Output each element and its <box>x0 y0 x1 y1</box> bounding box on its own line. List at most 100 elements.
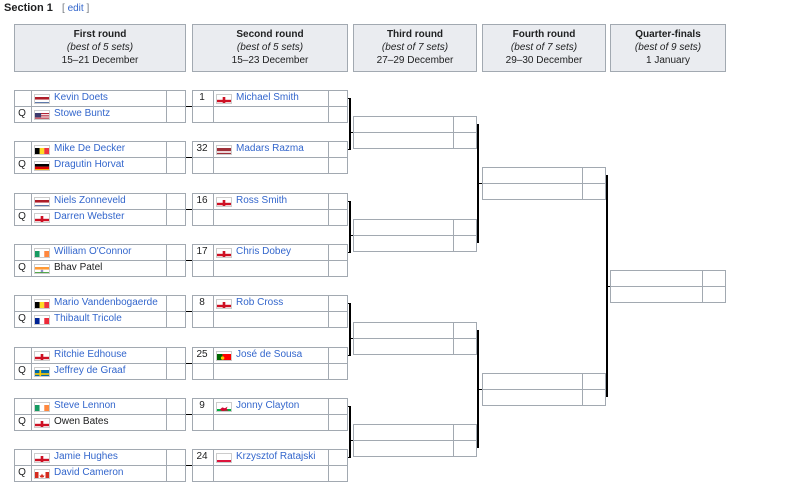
flag-icon <box>34 351 50 361</box>
player-name[interactable]: Darren Webster <box>54 211 125 222</box>
round-format: (best of 5 sets) <box>66 42 134 53</box>
player-name[interactable]: Kevin Doets <box>54 92 108 103</box>
flag-icon <box>216 94 232 104</box>
round-name: First round <box>73 29 127 40</box>
seed: 32 <box>196 143 208 154</box>
flag-icon <box>34 469 50 479</box>
round-format: (best of 7 sets) <box>381 42 449 53</box>
flag-icon <box>34 453 50 463</box>
flag-icon <box>34 402 50 412</box>
round-header: Second round(best of 5 sets)15–23 Decemb… <box>192 24 348 72</box>
flag-icon <box>216 299 232 309</box>
round-header: Third round (best of 7 sets) 27–29 Decembe… <box>353 24 477 72</box>
seed: Q <box>18 262 26 273</box>
player-name[interactable]: Mike De Decker <box>54 143 126 154</box>
player-entry: Mario Vandenbogaerde <box>14 295 164 311</box>
bracket-connector <box>349 235 353 236</box>
bracket-connector <box>606 286 610 287</box>
seed: 8 <box>199 297 205 308</box>
player-name[interactable]: Dragutin Horvat <box>54 159 125 170</box>
player-entry: 17 Chris Dobey <box>192 244 342 260</box>
player-name[interactable]: Michael Smith <box>236 92 299 103</box>
round-name: Third round <box>386 29 444 40</box>
player-entry: Q David Cameron <box>14 465 164 481</box>
flag-icon <box>34 94 50 104</box>
match-box <box>482 167 606 200</box>
player-name[interactable]: José de Sousa <box>236 349 303 360</box>
player-name[interactable]: Jonny Clayton <box>236 400 300 411</box>
match-box <box>353 116 477 149</box>
player-name[interactable]: Niels Zonneveld <box>54 195 126 206</box>
player-name[interactable]: Krzysztof Ratajski <box>236 451 316 462</box>
bracket-connector <box>186 260 192 261</box>
round-dates: 27–29 December <box>376 55 454 66</box>
bracket-connector <box>186 209 192 210</box>
player-name[interactable]: Ross Smith <box>236 195 288 206</box>
flag-icon <box>216 402 232 412</box>
match-box <box>192 295 348 328</box>
player-name[interactable]: Chris Dobey <box>236 246 292 257</box>
player-name[interactable]: Steve Lennon <box>54 400 116 411</box>
player-entry: Kevin Doets <box>14 90 164 106</box>
match-box <box>353 219 477 252</box>
player-name[interactable]: Jeffrey de Graaf <box>54 365 126 376</box>
flag-icon <box>216 248 232 258</box>
bracket-connector <box>186 363 192 364</box>
player-entry: 32 Madars Razma <box>192 141 342 157</box>
player-entry: Steve Lennon <box>14 398 164 414</box>
flag-icon <box>34 110 50 120</box>
player-name[interactable]: Mario Vandenbogaerde <box>54 297 158 308</box>
flag-icon <box>34 197 50 207</box>
round-name: Quarter-finals <box>635 29 701 40</box>
seed: Q <box>18 467 26 478</box>
seed: 17 <box>196 246 208 257</box>
round-dates: 15–23 December <box>231 55 309 66</box>
round-format: (best of 5 sets) <box>236 42 304 53</box>
bracket-connector <box>477 389 482 390</box>
flag-icon <box>216 453 232 463</box>
flag-icon <box>216 351 232 361</box>
round-format: (best of 9 sets) <box>634 42 702 53</box>
player-name: Owen Bates <box>54 416 109 427</box>
round-dates: 15–21 December <box>61 55 139 66</box>
seed: Q <box>18 108 26 119</box>
player-name[interactable]: Jamie Hughes <box>54 451 118 462</box>
bracket-connector <box>186 465 192 466</box>
section-title: Section 1 <box>4 2 53 14</box>
round-dates: 1 January <box>646 55 690 66</box>
seed: 24 <box>196 451 208 462</box>
player-name[interactable]: Ritchie Edhouse <box>54 349 127 360</box>
bracket-connector <box>186 157 192 158</box>
round-format: (best of 7 sets) <box>510 42 578 53</box>
match-box <box>192 398 348 431</box>
player-name[interactable]: Stowe Buntz <box>54 108 111 119</box>
player-entry: 8 Rob Cross <box>192 295 342 311</box>
match-box <box>192 347 348 380</box>
flag-icon <box>34 145 50 155</box>
player-name[interactable]: Madars Razma <box>236 143 304 154</box>
flag-icon <box>34 161 50 171</box>
match-box <box>192 244 348 277</box>
match-box <box>192 449 348 482</box>
round-header: First round (best of 5 sets) 15–21 Decembe… <box>14 24 186 72</box>
player-entry: Q Thibault Tricole <box>14 311 164 327</box>
flag-icon <box>34 248 50 258</box>
player-name[interactable]: Thibault Tricole <box>54 313 122 324</box>
player-name[interactable]: David Cameron <box>54 467 124 478</box>
seed: 16 <box>196 195 208 206</box>
player-entry: 24 Krzysztof Ratajski <box>192 449 342 465</box>
flag-icon <box>34 264 50 274</box>
match-box <box>353 424 477 457</box>
edit-link[interactable]: edit <box>67 3 84 14</box>
seed: Q <box>18 313 26 324</box>
bracket-connector <box>186 106 192 107</box>
player-name[interactable]: Rob Cross <box>236 297 284 308</box>
player-name[interactable]: William O'Connor <box>54 246 132 257</box>
round-header: Quarter-finals (best of 9 sets) 1 January <box>610 24 726 72</box>
match-box <box>192 141 348 174</box>
